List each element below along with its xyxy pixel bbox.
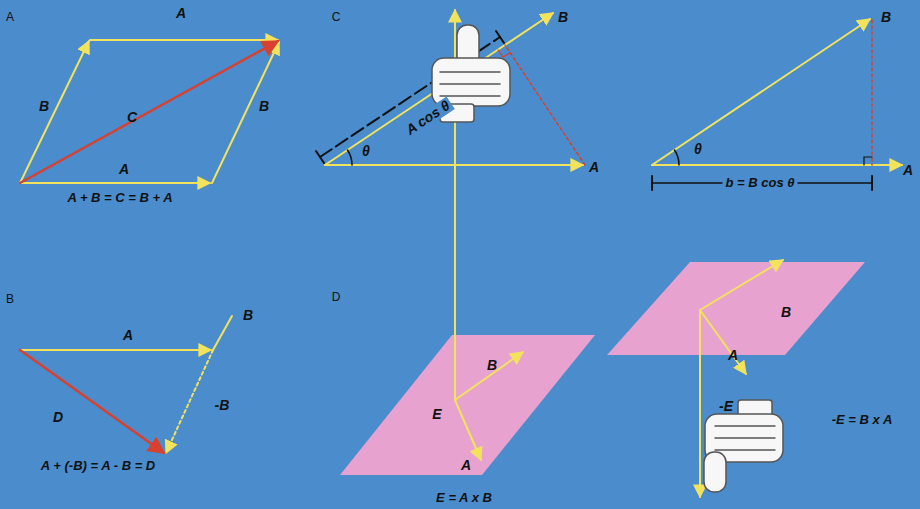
plane: [607, 262, 865, 355]
dimension-tick: [316, 151, 324, 163]
vector-a: [455, 400, 481, 460]
vector-minus-e: [699, 310, 701, 497]
vector-label: E: [432, 407, 441, 422]
angle-arc: [675, 150, 680, 165]
right-angle-mark: [864, 157, 872, 165]
vector-label: A: [903, 163, 913, 178]
vector-label: A cos θ: [401, 96, 456, 139]
vector-label: -B: [215, 398, 230, 413]
vector-label: A: [176, 6, 186, 21]
vector-b: [700, 260, 783, 310]
vector-label: A: [461, 458, 471, 473]
thumbs-down-hand: [704, 400, 783, 492]
right-angle-mark: [498, 50, 510, 57]
equation-label: b = B cos θ: [722, 176, 797, 190]
vector-a: [20, 349, 211, 351]
vector-label: A: [119, 162, 129, 177]
vector-label: B: [259, 99, 269, 114]
vector-label: B: [881, 10, 891, 25]
vector-label: C: [127, 110, 137, 125]
panel-letter: A: [6, 11, 14, 24]
dimension-tick: [651, 176, 653, 190]
vector-label: B: [558, 10, 568, 25]
vector-a: [20, 182, 210, 184]
dimension-tick: [871, 176, 873, 190]
equation-label: E = A x B: [436, 491, 492, 505]
drawing-part: [20, 10, 902, 497]
dimension-tick: [496, 31, 504, 43]
vector-label: A: [123, 328, 133, 343]
vector-b: [212, 42, 279, 183]
vector-label: D: [53, 410, 63, 425]
panel-letter: C: [332, 11, 341, 24]
vector-label: B: [39, 99, 49, 114]
equation-label: -E = B x A: [832, 413, 893, 427]
vector-b: [455, 352, 523, 400]
vector-label: A: [589, 160, 599, 175]
vector-b: [213, 316, 232, 350]
vector-a: [90, 39, 278, 41]
vector-label: A: [728, 348, 738, 363]
equation-label: A + B = C = B + A: [67, 191, 172, 205]
vector-sum: [20, 41, 278, 183]
equation-label: A + (-B) = A - B = D: [41, 459, 155, 473]
panel-letter: D: [332, 291, 341, 304]
vector-b: [20, 41, 89, 183]
vector-b: [325, 13, 553, 165]
projection-line: [871, 20, 873, 165]
vector-label: B: [487, 358, 497, 373]
vector-minus-b: [166, 350, 213, 453]
vector-label: θ: [694, 142, 702, 157]
plane: [340, 335, 595, 475]
angle-arc: [348, 150, 353, 165]
vector-difference: [20, 350, 164, 453]
vector-label: B: [243, 308, 253, 323]
vector-label: B: [781, 305, 791, 320]
vector-b: [652, 19, 870, 165]
vector-a: [700, 310, 746, 374]
drawing-part: [440, 72, 500, 96]
vector-label: θ: [362, 144, 370, 159]
drawing-part: [704, 452, 726, 492]
panel-letter: B: [6, 293, 14, 306]
projection-line: [505, 45, 585, 165]
drawing-part: [715, 426, 775, 450]
vector-label: -E: [719, 399, 733, 414]
